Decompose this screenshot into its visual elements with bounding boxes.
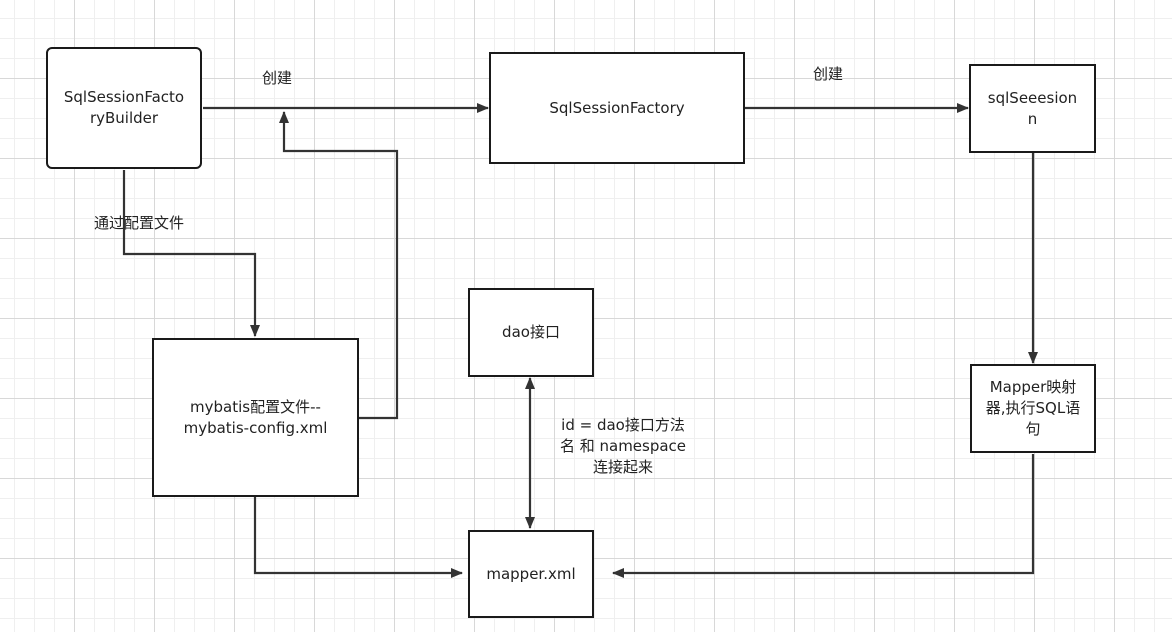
node-sqlsession[interactable]: sqlSeeesion n (969, 64, 1096, 153)
node-mapper-executor[interactable]: Mapper映射 器,执行SQL语 句 (970, 364, 1096, 453)
node-mapper-xml[interactable]: mapper.xml (468, 530, 594, 618)
node-sqlsessionfactory[interactable]: SqlSessionFactory (489, 52, 745, 164)
label-id-namespace: id = dao接口方法 名 和 namespace 连接起来 (559, 416, 687, 476)
edge-mapper-exec-to-mapper-xml (612, 454, 1035, 578)
label-create-1: 创建 (262, 69, 293, 87)
edge-config-to-create (279, 111, 399, 420)
edge-builder-to-config (122, 170, 260, 337)
node-mybatis-config[interactable]: mybatis配置文件-- mybatis-config.xml (152, 338, 359, 497)
node-dao-interface[interactable]: dao接口 (468, 288, 594, 377)
node-sqlsessionfactorybuilder[interactable]: SqlSessionFacto ryBuilder (46, 47, 202, 169)
label-create-2: 创建 (813, 65, 844, 83)
label-via-config-file: 通过配置文件 (94, 214, 185, 232)
edge-config-to-mapper-xml (253, 497, 463, 578)
